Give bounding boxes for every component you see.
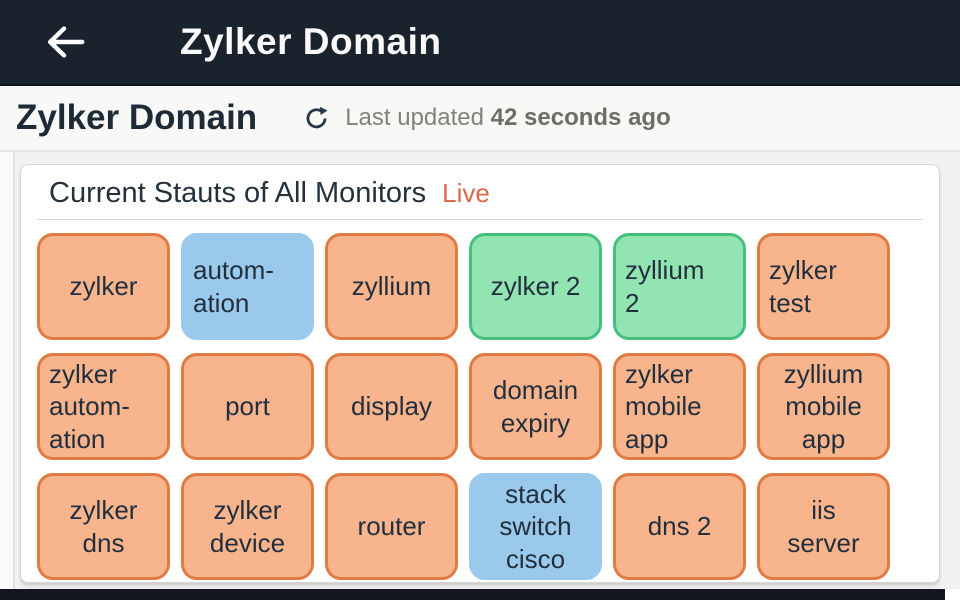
monitor-tile[interactable]: iis server — [757, 473, 890, 580]
monitor-tile-label: zylker mobile app — [625, 358, 702, 454]
monitors-card: Current Stauts of All Monitors Live zylk… — [20, 164, 940, 583]
monitor-tile[interactable]: zyllium mobile app — [757, 353, 890, 460]
app-bar-title: Zylker Domain — [180, 21, 442, 62]
bottom-bar-fill — [0, 589, 945, 600]
left-edge-strip — [0, 152, 13, 589]
monitor-tile-label: display — [351, 391, 432, 422]
monitor-tile[interactable]: zylker — [37, 233, 170, 340]
monitor-tile[interactable]: zylker 2 — [469, 233, 602, 340]
monitor-tile[interactable]: router — [325, 473, 458, 580]
left-edge-divider — [13, 152, 15, 589]
monitor-tile[interactable]: zylker test — [757, 233, 890, 340]
monitor-tile[interactable]: zylker mobile app — [613, 353, 746, 460]
bottom-bar-notch — [945, 589, 960, 600]
monitor-tile[interactable]: zyllium — [325, 233, 458, 340]
monitor-tile-label: autom- ation — [193, 255, 274, 318]
monitor-tile[interactable]: display — [325, 353, 458, 460]
monitor-tile[interactable]: zylker device — [181, 473, 314, 580]
monitor-tile[interactable]: domain expiry — [469, 353, 602, 460]
refresh-icon[interactable] — [303, 104, 331, 132]
monitor-tile-label: zyllium — [351, 271, 432, 302]
monitor-tile[interactable]: zylker dns — [37, 473, 170, 580]
monitor-tile-label: zylker autom- ation — [49, 358, 130, 454]
main-content: Current Stauts of All Monitors Live zylk… — [0, 152, 960, 589]
bottom-bar — [0, 589, 960, 600]
monitor-tile-label: zyllium mobile app — [783, 358, 864, 454]
page-title: Zylker Domain — [16, 98, 258, 137]
monitor-tile-label: zylker test — [769, 255, 837, 318]
monitor-tile-label: zylker — [69, 271, 138, 302]
monitor-tile-label: zylker 2 — [490, 271, 581, 302]
monitor-tile-label: iis server — [787, 495, 860, 558]
live-badge: Live — [442, 178, 490, 208]
monitor-tile[interactable]: autom- ation — [181, 233, 314, 340]
monitor-tile[interactable]: stack switch cisco — [469, 473, 602, 580]
monitor-tile[interactable]: zylker autom- ation — [37, 353, 170, 460]
page-header: Zylker Domain Last updated 42 seconds ag… — [0, 86, 960, 152]
monitor-tile[interactable]: port — [181, 353, 314, 460]
last-updated-label: Last updated — [345, 104, 484, 131]
card-header: Current Stauts of All Monitors Live — [37, 171, 923, 220]
monitor-tile[interactable]: zyllium 2 — [613, 233, 746, 340]
monitor-tile[interactable]: dns 2 — [613, 473, 746, 580]
monitor-tile-label: dns 2 — [647, 511, 712, 542]
card-title: Current Stauts of All Monitors — [49, 177, 427, 209]
monitor-tile-label: zylker dns — [69, 495, 138, 558]
last-updated-value: 42 seconds ago — [490, 104, 671, 131]
monitor-tile-label: port — [225, 391, 270, 422]
monitor-tile-label: domain expiry — [492, 375, 579, 438]
back-arrow-icon[interactable] — [38, 18, 94, 66]
monitor-grid: zylker autom- ation zyllium zylker 2 zyllium… — [37, 233, 923, 580]
monitor-tile-label: zyllium 2 — [625, 255, 705, 318]
monitor-tile-label: stack switch cisco — [499, 478, 572, 574]
app-bar: Zylker Domain — [0, 0, 960, 86]
monitor-tile-label: router — [357, 511, 426, 542]
monitor-tile-label: zylker device — [209, 495, 286, 558]
last-updated-text: Last updated 42 seconds ago — [345, 104, 671, 132]
